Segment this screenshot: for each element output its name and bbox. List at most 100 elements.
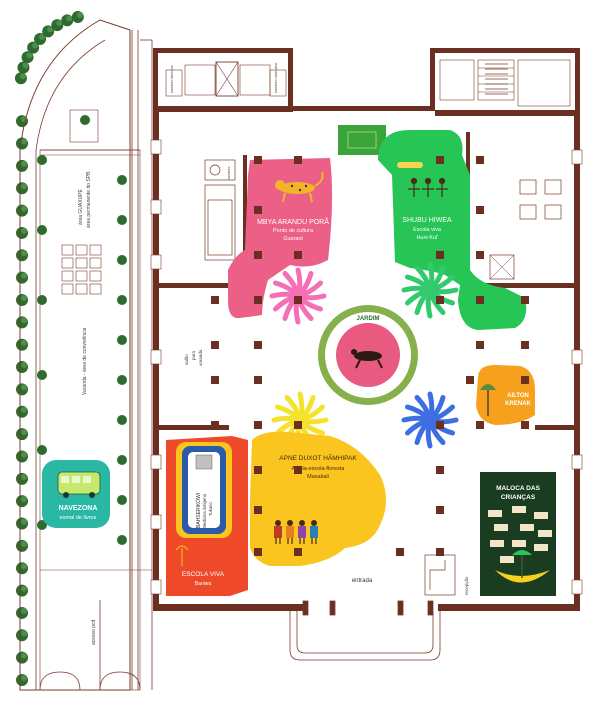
window [150, 579, 162, 595]
bench [89, 244, 102, 256]
column [294, 421, 302, 429]
column [254, 296, 262, 304]
shrub-icon [37, 370, 47, 380]
note-card [534, 512, 548, 519]
palm-icon [175, 545, 189, 566]
palm-pink-icon [269, 267, 327, 325]
jaguar-icon [275, 171, 324, 203]
window [150, 139, 162, 155]
figure [298, 520, 306, 544]
note-card [494, 524, 508, 531]
column [436, 421, 444, 429]
window [150, 199, 162, 215]
shrub-icon [117, 535, 127, 545]
note-card [500, 556, 514, 563]
oca-permanent-label: área permanente do SPB [86, 171, 92, 228]
shrub-icon [117, 175, 127, 185]
column [294, 296, 302, 304]
maxakali-subtitle-2: Maxakali [307, 474, 329, 480]
shrub-icon [80, 115, 90, 125]
baniwa-subtitle: Baniwa [195, 581, 212, 587]
column [294, 251, 302, 259]
column [476, 341, 484, 349]
restroom-block [165, 61, 287, 97]
column [521, 421, 529, 429]
huni-kuin-subtitle-1: Escola viva [413, 227, 442, 233]
shrub-icon [37, 155, 47, 165]
reception-stairs [424, 554, 456, 596]
shrub-icon [37, 295, 47, 305]
restroom-label: banheiro [227, 166, 231, 180]
tukano-label-2: Medicina indígena [202, 493, 207, 528]
column [254, 421, 262, 429]
krenak-label-2: KRENAK [505, 401, 531, 407]
tukano-label-1: BAHSERIKOWI [196, 493, 202, 528]
column [476, 251, 484, 259]
shrub-icon [117, 295, 127, 305]
accessibility-label: acesso pcd [91, 619, 97, 645]
restroom-men-label: banheiro masculino [274, 63, 278, 93]
maxakali-subtitle-1: Aldeia-escola-floresta [292, 466, 346, 472]
column [211, 421, 219, 429]
kitchen-area [204, 159, 236, 261]
salon-label-3: varanda [198, 349, 203, 366]
column [254, 376, 262, 384]
column [436, 156, 444, 164]
table [519, 204, 537, 220]
column [476, 421, 484, 429]
column [436, 296, 444, 304]
figure [310, 520, 318, 544]
hedge-arc [14, 10, 84, 686]
upper-right-annex [439, 59, 571, 107]
column [521, 341, 529, 349]
shrub-icon [37, 445, 47, 455]
navezona-zone [42, 460, 110, 528]
huni-kuin-people-icon [408, 177, 448, 197]
column [436, 548, 444, 556]
shrub-icon [117, 335, 127, 345]
krenak-label-1: AILTON [507, 393, 529, 399]
window [571, 349, 583, 365]
column [436, 506, 444, 514]
huni-kuin-title: SHUBU HIWEA [402, 217, 452, 224]
column [294, 548, 302, 556]
column [396, 548, 404, 556]
garden-label: JARDIM [356, 316, 379, 322]
krenak-zone [476, 365, 535, 425]
column [254, 341, 262, 349]
column [294, 466, 302, 474]
column [254, 466, 262, 474]
note-card [520, 524, 534, 531]
bench [61, 283, 74, 295]
reception-label: recepção [464, 576, 469, 595]
shrub-icon [117, 255, 127, 265]
column [211, 341, 219, 349]
stairs [485, 63, 508, 95]
note-card [512, 506, 526, 513]
window [571, 579, 583, 595]
table [519, 179, 537, 195]
navezona-subtitle: exmal de livros [60, 515, 97, 521]
varanda-label: Varanda - área de convivência [82, 327, 88, 395]
table [489, 254, 515, 280]
bench-grid [61, 244, 102, 295]
column [254, 206, 262, 214]
bench [61, 257, 74, 269]
window [150, 514, 162, 530]
salon-label-2: para [191, 350, 196, 360]
shrub-icon [117, 415, 127, 425]
column [436, 466, 444, 474]
shrub-icon [37, 225, 47, 235]
salon-label-1: salão [184, 354, 189, 365]
note-card [512, 540, 526, 547]
column [254, 156, 262, 164]
windows [150, 139, 583, 595]
shrub-icon [37, 520, 47, 530]
figure [286, 520, 294, 544]
bench [89, 257, 102, 269]
column [436, 251, 444, 259]
maxakali-title: APNE DUXOT HÃMHIPAK [279, 453, 357, 462]
shrub-icon [117, 495, 127, 505]
window [571, 454, 583, 470]
